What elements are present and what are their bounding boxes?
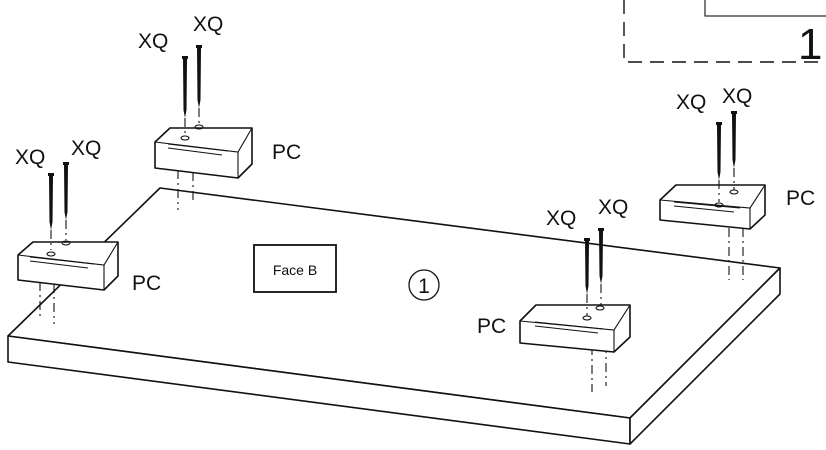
corner-block-icon	[154, 124, 253, 179]
fastener-label: XQ	[546, 207, 576, 230]
panel-board	[7, 187, 781, 445]
panel-number: 1	[418, 275, 430, 298]
screw-icon	[731, 111, 737, 190]
face-label: Face B	[273, 262, 317, 278]
block-label: PC	[477, 315, 506, 338]
fastener-label: XQ	[193, 13, 223, 36]
panel-number-marker: 1	[408, 269, 440, 301]
screw-icon	[196, 45, 202, 124]
corner-block-icon	[659, 184, 766, 230]
screw-icon	[63, 162, 69, 240]
fastener-label: XQ	[676, 91, 706, 114]
block-label: PC	[786, 187, 815, 210]
block-label: PC	[272, 141, 301, 164]
fastener-label: XQ	[138, 30, 168, 53]
screw-icon	[182, 56, 188, 134]
screw-icon	[584, 238, 590, 316]
fastener-label: XQ	[71, 137, 101, 160]
fastener-label: XQ	[722, 85, 752, 108]
step-box: 1	[623, 0, 826, 69]
step-number: 1	[798, 20, 822, 69]
screw-icon	[716, 122, 722, 202]
face-label-box: Face B	[253, 244, 337, 293]
corner-block-icon	[17, 240, 119, 291]
screw-icon	[598, 228, 604, 306]
fastener-label: XQ	[598, 196, 628, 219]
corner-block-icon	[519, 304, 631, 353]
screw-icon	[48, 173, 54, 250]
block-label: PC	[132, 272, 161, 295]
fastener-label: XQ	[15, 146, 45, 169]
